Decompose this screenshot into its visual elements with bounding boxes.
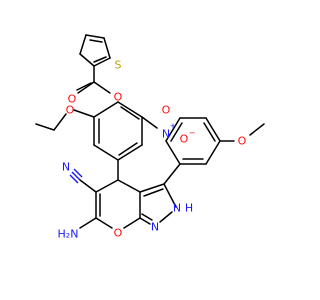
amine-group: H₂N bbox=[58, 228, 79, 241]
nitro-bond bbox=[141, 116, 158, 129]
methoxy-oxygen: O bbox=[238, 135, 247, 148]
thiophene-ring bbox=[79, 34, 111, 67]
pyran-ring bbox=[95, 179, 141, 229]
pyrazole-nitrogen: N bbox=[151, 221, 159, 234]
pyran-oxygen: O bbox=[114, 227, 123, 240]
sulfur-atom: S bbox=[115, 59, 122, 72]
molecule-canvas: S O O N + O O − O N O H₂N O N N H bbox=[35, 34, 265, 241]
ester-oxygen: O bbox=[114, 91, 123, 104]
pyrazole-nh-nitrogen: N bbox=[173, 202, 181, 215]
carbonyl-oxygen: O bbox=[68, 93, 77, 106]
methoxyphenyl-ring bbox=[163, 117, 221, 185]
nitro-nitrogen: N bbox=[162, 128, 170, 141]
nitro-oxygen-top: O bbox=[162, 104, 171, 117]
benzene-ring bbox=[93, 101, 143, 161]
nitro-plus-charge: + bbox=[170, 122, 177, 131]
pyrazole-ring bbox=[139, 183, 177, 225]
ester-group bbox=[76, 65, 111, 94]
cyano-nitrogen: N bbox=[62, 161, 70, 174]
ethoxy-oxygen: O bbox=[66, 104, 75, 117]
nitro-oxygen-minus: O bbox=[180, 133, 189, 146]
amine-bond bbox=[79, 217, 97, 229]
methoxy-group bbox=[219, 123, 265, 142]
pyrazole-nh-hydrogen: H bbox=[185, 202, 193, 215]
nitro-minus-charge: − bbox=[189, 129, 196, 138]
ethoxy-group bbox=[35, 109, 95, 131]
molecule-structure: S O O N + O O − O N O H₂N O N N H bbox=[35, 34, 265, 241]
cyano-group bbox=[69, 168, 97, 193]
